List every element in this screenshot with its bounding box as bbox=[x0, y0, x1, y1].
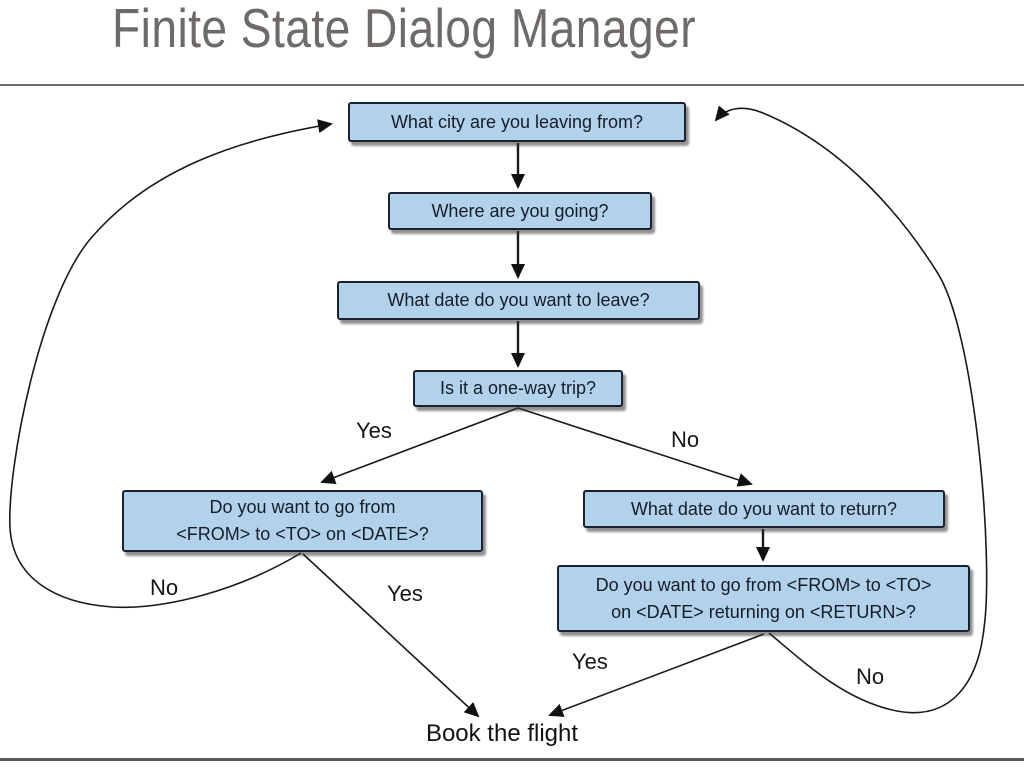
node-label-line2: on <DATE> returning on <RETURN>? bbox=[611, 601, 916, 622]
node-label: What date do you want to return? bbox=[630, 498, 898, 519]
node-ask-one-way: Is it a one-way trip? bbox=[413, 370, 623, 407]
top-divider-line bbox=[0, 84, 1024, 86]
edge-confirm-oneway-yes-to-book bbox=[302, 553, 480, 718]
edge-label-oneway-yes: Yes bbox=[356, 418, 392, 443]
node-ask-return-date: What date do you want to return? bbox=[583, 490, 945, 528]
node-label: Where are you going? bbox=[431, 200, 609, 221]
edge-label-confirm-roundtrip-yes: Yes bbox=[572, 649, 608, 674]
node-label-line2: <FROM> to <TO> on <DATE>? bbox=[176, 524, 429, 544]
edge-oneway-no-branch bbox=[517, 407, 753, 487]
node-label: Is it a one-way trip? bbox=[439, 378, 597, 398]
edge-confirm-roundtrip-no-loop bbox=[714, 105, 988, 714]
node-label: What city are you leaving from? bbox=[390, 111, 644, 132]
node-label: What date do you want to leave? bbox=[387, 290, 650, 310]
edge-confirm-oneway-no-loop bbox=[9, 119, 333, 609]
edge-label-confirm-roundtrip-no: No bbox=[856, 664, 885, 689]
edge-confirm-roundtrip-yes-to-book bbox=[548, 633, 765, 717]
node-ask-leave-date: What date do you want to leave? bbox=[337, 281, 700, 320]
slide-title: Finite State Dialog Manager bbox=[112, 0, 697, 59]
node-label-line1: Do you want to go from bbox=[209, 497, 396, 517]
node-confirm-round-trip: Do you want to go from <FROM> to <TO> on… bbox=[557, 565, 970, 632]
edge-oneway-yes-branch bbox=[320, 407, 519, 484]
edge-label-confirm-oneway-yes: Yes bbox=[387, 581, 423, 606]
edge-label-confirm-oneway-no: No bbox=[150, 575, 179, 600]
edge-label-oneway-no: No bbox=[671, 427, 700, 452]
bottom-divider-line bbox=[0, 758, 1024, 761]
node-label-line1: Do you want to go from <FROM> to <TO> bbox=[595, 574, 932, 595]
node-confirm-one-way: Do you want to go from <FROM> to <TO> on… bbox=[122, 490, 483, 552]
node-ask-destination: Where are you going? bbox=[388, 192, 652, 230]
node-ask-departure-city: What city are you leaving from? bbox=[348, 102, 686, 142]
terminal-book-the-flight: Book the flight bbox=[425, 720, 579, 747]
